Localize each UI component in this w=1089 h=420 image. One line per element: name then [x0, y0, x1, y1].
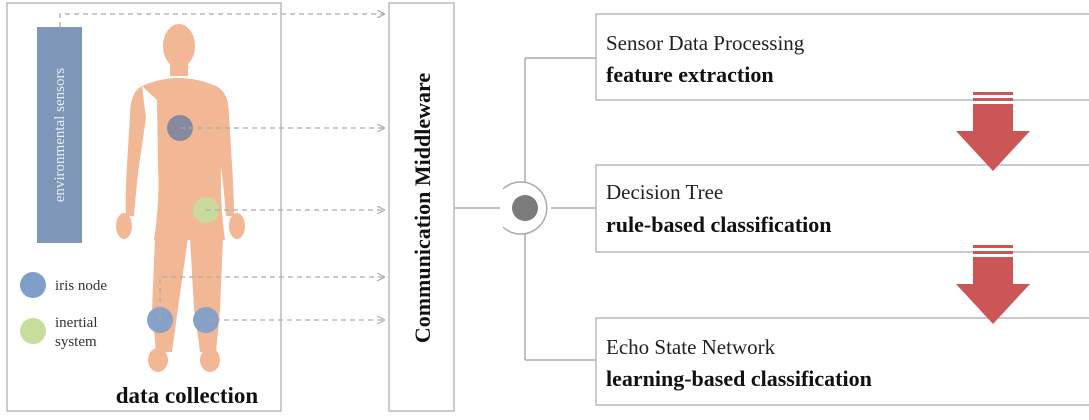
stage-1-name: Sensor Data Processing: [606, 31, 805, 55]
legend-inertial-system-label-line2: system: [55, 334, 97, 350]
legend-iris-node-swatch: [20, 272, 46, 298]
legend-iris-node-label: iris node: [55, 278, 107, 294]
stage-3-detail: learning-based classification: [606, 366, 872, 391]
stage-2-detail: rule-based classification: [606, 212, 832, 237]
pipeline-branch-lines: [524, 57, 596, 361]
environmental-sensors-bar: [37, 27, 82, 243]
env-sensors-flow-arrow: [59, 14, 384, 27]
legend-inertial-system-label-line1: inertial: [55, 315, 97, 331]
stage-3-box: [595, 317, 1089, 406]
communication-middleware-label: Communication Middleware: [410, 73, 435, 344]
stage-2-box: [595, 164, 1089, 253]
stage-2-name: Decision Tree: [606, 180, 723, 204]
pipeline-stage-1: Sensor Data Processing feature extractio…: [595, 13, 1089, 101]
left-knee-flow-arrow: [159, 277, 384, 320]
data-collection-title: data collection: [116, 383, 259, 408]
stage-3-name: Echo State Network: [606, 335, 776, 359]
pipeline-stage-3: Echo State Network learning-based classi…: [595, 317, 1089, 406]
data-flow-connectors: [59, 14, 384, 320]
stage-1-box: [595, 13, 1089, 101]
stage-1-detail: feature extraction: [606, 62, 774, 87]
pipeline-stage-2: Decision Tree rule-based classification: [595, 164, 1089, 253]
flow-arrow-2: [956, 245, 1030, 324]
legend-inertial-system-swatch: [20, 318, 46, 344]
environmental-sensors-label: environmental sensors: [52, 68, 68, 203]
hub-node: [512, 195, 538, 221]
flow-arrow-1: [956, 92, 1030, 171]
communication-middleware-box: [388, 2, 455, 412]
hub-socket-arc: [502, 181, 548, 235]
